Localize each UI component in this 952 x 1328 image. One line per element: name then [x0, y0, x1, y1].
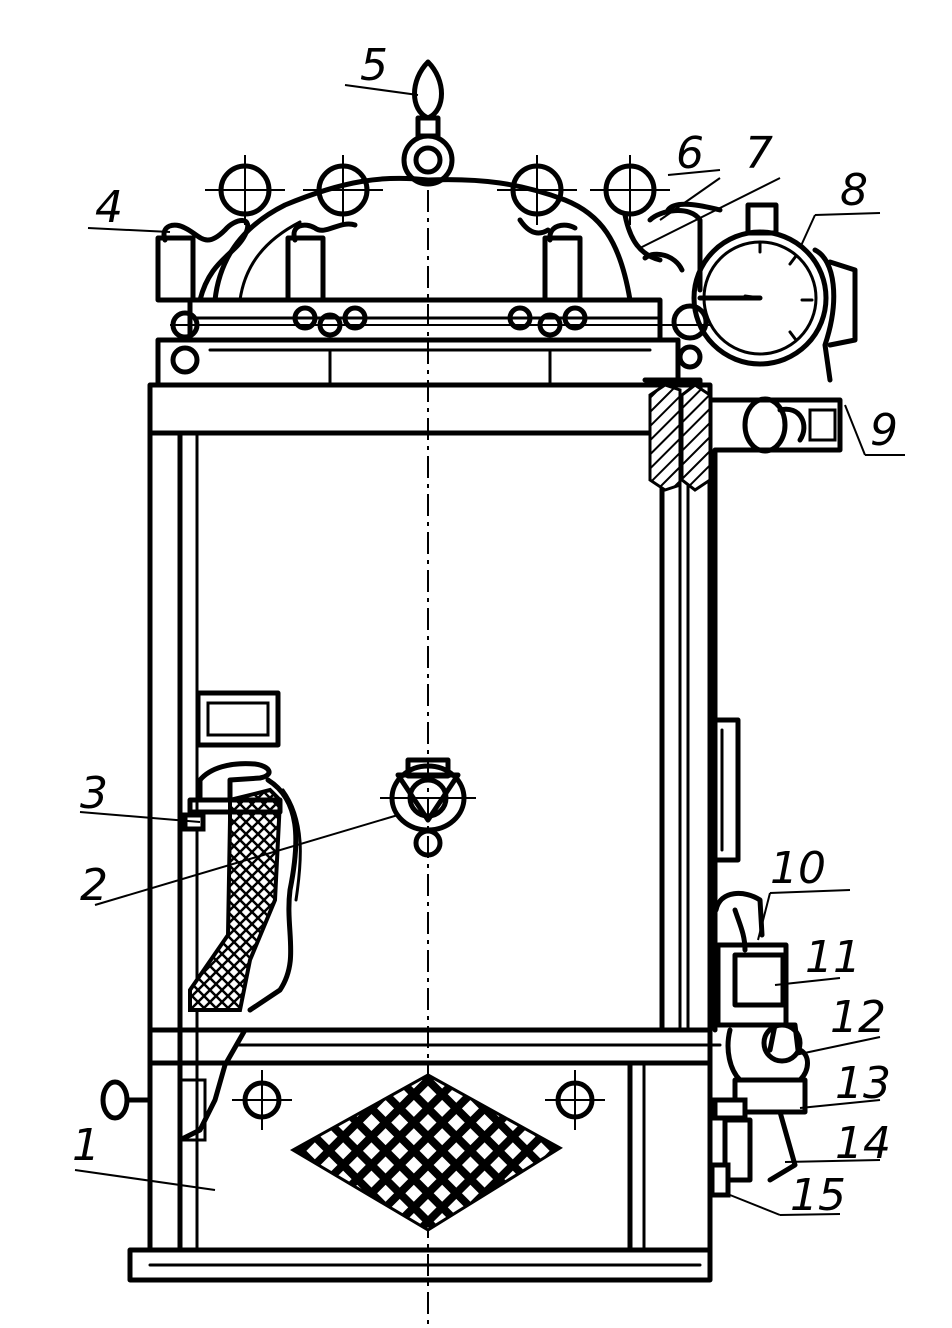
callout-6: 6	[676, 128, 704, 179]
lid-dome	[212, 175, 633, 303]
control-box	[195, 690, 281, 748]
right-side-panel	[707, 717, 741, 863]
callout-13: 13	[835, 1058, 891, 1109]
lid-handwheel-3	[497, 155, 577, 225]
callout-2: 2	[80, 860, 108, 911]
callout-14: 14	[835, 1118, 891, 1169]
callout-4: 4	[95, 182, 123, 233]
base-compartment	[127, 1060, 713, 1283]
lid-handwheel-2	[303, 155, 383, 225]
lid-handwheel-4	[590, 155, 670, 225]
base-vent-grille	[289, 1073, 563, 1232]
lid-flange-ring	[155, 297, 681, 388]
callout-1: 1	[72, 1120, 100, 1171]
gauge-base-housing	[642, 377, 843, 1033]
callout-7: 7	[745, 128, 773, 179]
side-knob	[100, 1079, 153, 1121]
door-lower-ledge	[177, 1027, 248, 1143]
callout-11: 11	[805, 932, 861, 983]
clamp-arm-left-inner	[285, 221, 358, 303]
bottom-valve-assembly	[709, 890, 810, 1198]
callout-12: 12	[830, 992, 886, 1043]
flange-bolt-row	[170, 303, 710, 375]
center-valve	[380, 757, 476, 858]
base-bolt-right	[545, 1070, 605, 1130]
top-safety-valve	[401, 59, 455, 187]
base-bolt-left	[232, 1070, 292, 1130]
callout-8: 8	[840, 165, 868, 216]
callout-9: 9	[870, 405, 898, 456]
clamp-arm-right-inner	[517, 217, 583, 303]
door-insulation	[188, 777, 302, 1013]
gauge-elbow	[642, 201, 723, 293]
callout-3: 3	[80, 768, 108, 819]
clamp-arm-right-outer	[622, 212, 663, 263]
lid-handwheel-1	[205, 155, 285, 225]
pressure-gauge	[691, 202, 858, 383]
door-latch	[182, 761, 283, 832]
clamp-arm-left-outer	[155, 218, 250, 303]
leader-lines	[74, 84, 905, 1216]
callout-5: 5	[360, 40, 388, 91]
right-flange-seal	[648, 383, 712, 492]
callout-10: 10	[770, 843, 826, 894]
callout-15: 15	[790, 1170, 846, 1221]
